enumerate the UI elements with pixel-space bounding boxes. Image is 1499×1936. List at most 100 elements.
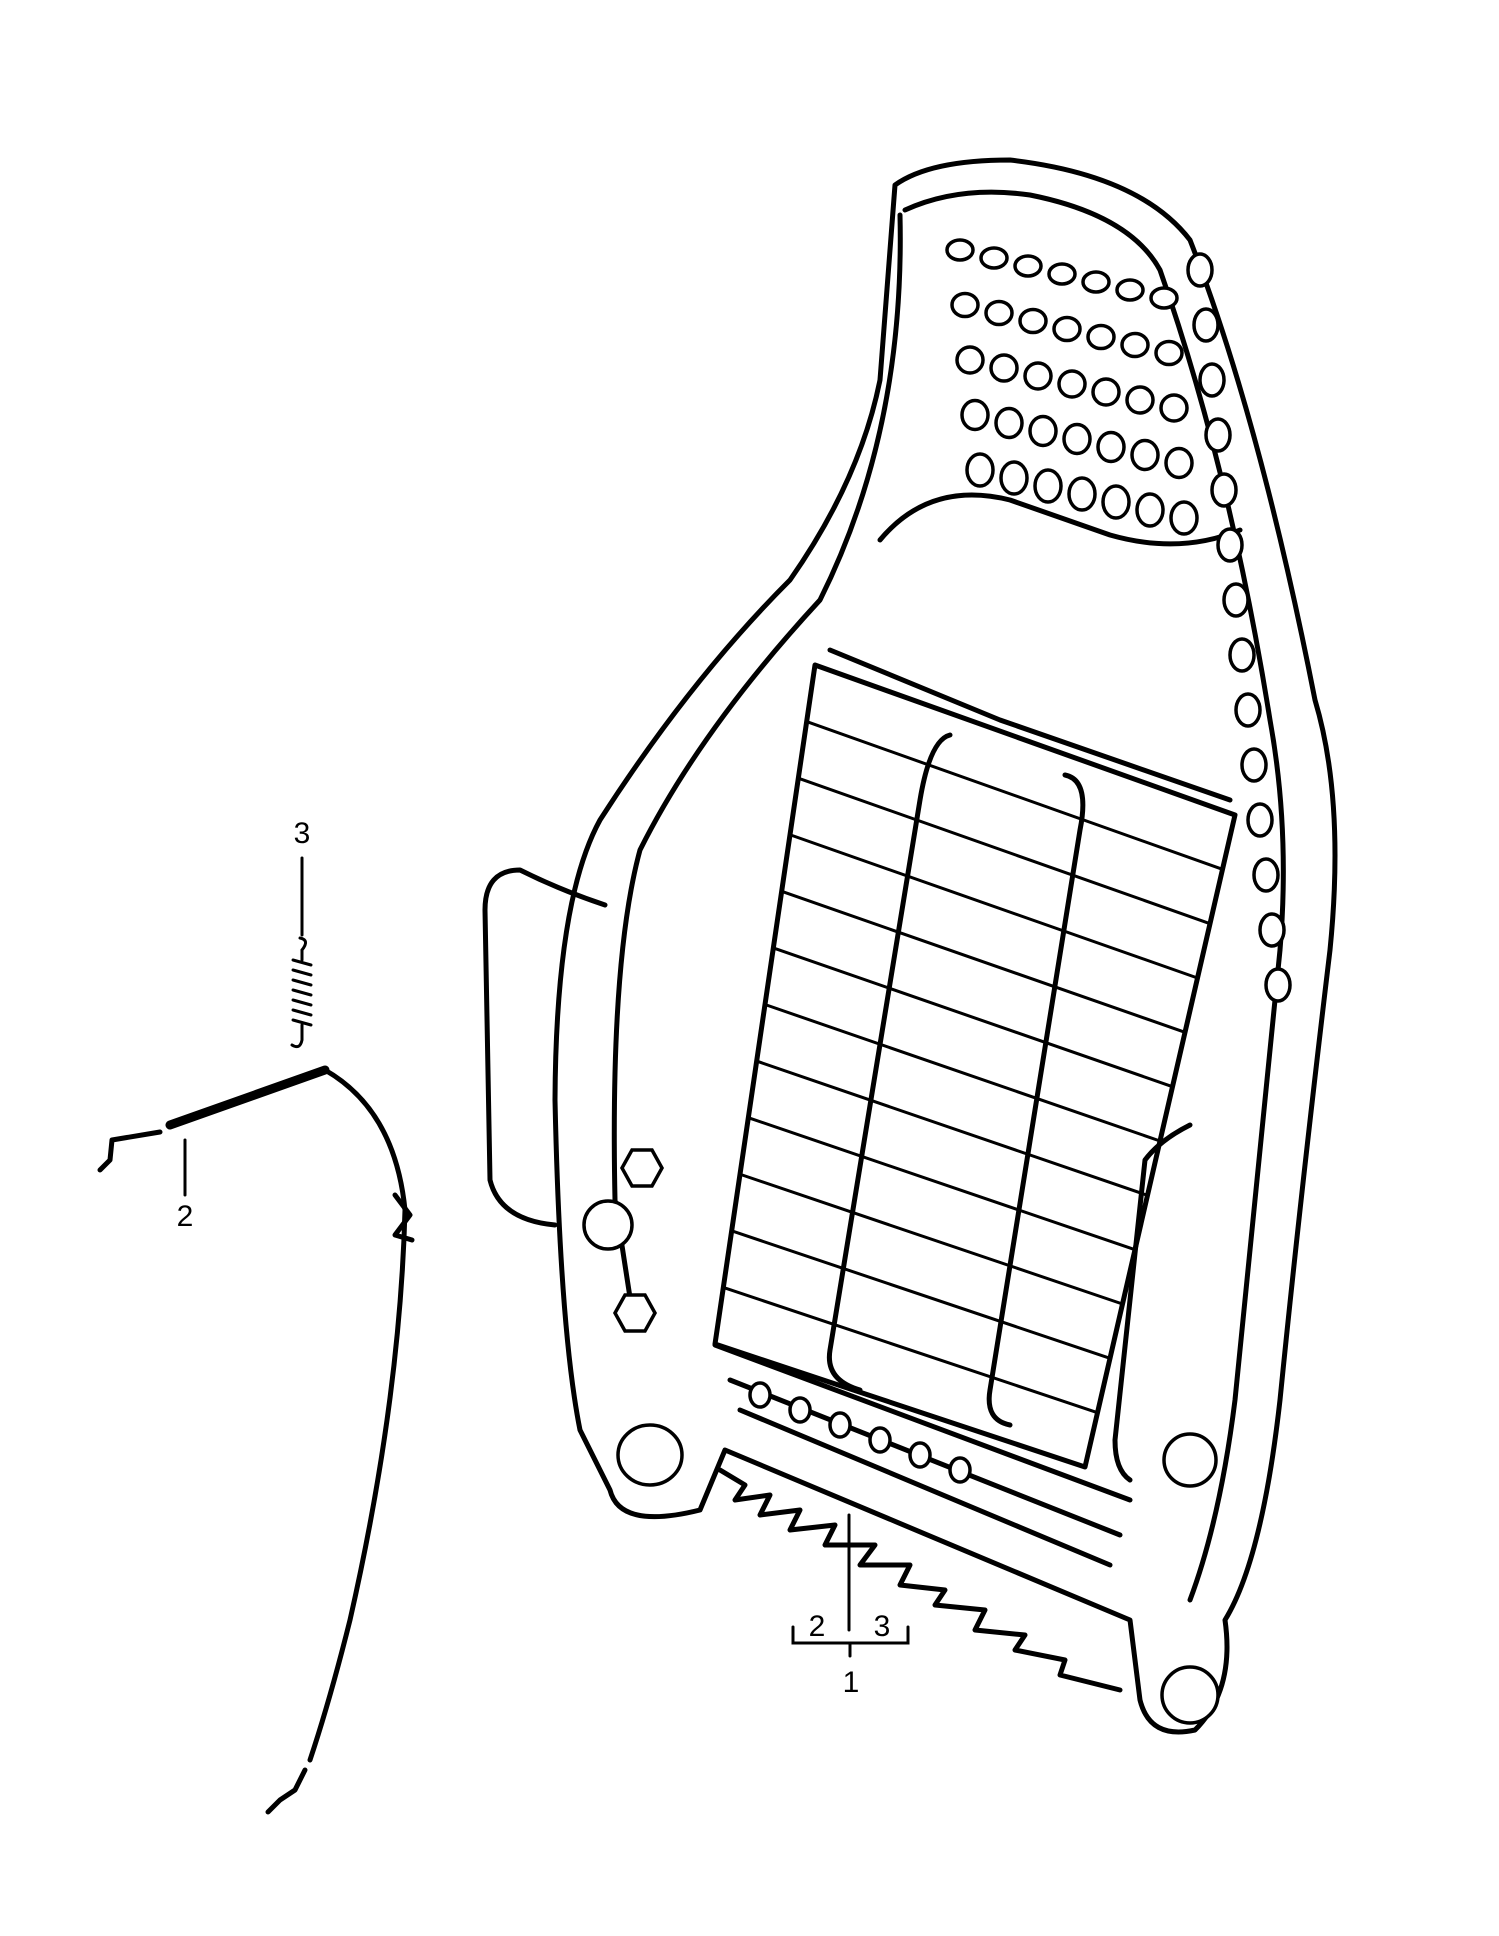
- frame-hole: [908, 1441, 932, 1469]
- frame-hole: [989, 353, 1019, 383]
- spring-mesh-wires: [721, 720, 1224, 1415]
- frame-hole: [965, 452, 995, 488]
- callout-frame-sub-2: 2: [809, 1610, 826, 1643]
- right-side-handle: [1112, 1122, 1193, 1483]
- mesh-wire: [805, 720, 1224, 871]
- frame-hole: [1169, 500, 1199, 536]
- frame-hole: [1091, 377, 1121, 407]
- frame-hole: [1240, 747, 1268, 783]
- pivot-hole-left: [616, 1423, 684, 1487]
- frame-hole: [945, 238, 975, 262]
- frame-hole: [748, 1381, 772, 1409]
- frame-hole: [984, 299, 1014, 327]
- frame-hole: [994, 406, 1024, 440]
- frame-hole: [1086, 323, 1116, 351]
- frame-hole: [1164, 446, 1194, 480]
- callout-frame-1: 1: [843, 1666, 860, 1699]
- frame-hole: [1135, 492, 1165, 528]
- frame-hole: [979, 246, 1009, 270]
- frame-hole: [1120, 331, 1150, 359]
- frame-inner-outline: [611, 189, 1286, 1603]
- frame-lightening-holes: [748, 238, 1292, 1484]
- frame-outer-outline: [552, 157, 1338, 1735]
- frame-hole: [1264, 967, 1292, 1003]
- frame-hole: [1192, 307, 1220, 343]
- frame-hole: [1154, 339, 1184, 367]
- frame-hole: [950, 291, 980, 319]
- mesh-vertical-rod-left: [826, 732, 953, 1393]
- mesh-wire: [746, 1116, 1137, 1252]
- frame-hole: [1252, 857, 1280, 893]
- frame-hole: [1130, 438, 1160, 472]
- callout-spring-3: 3: [294, 817, 311, 850]
- frame-hole: [948, 1456, 972, 1484]
- nut-lower: [612, 1293, 658, 1333]
- frame-hole: [1149, 286, 1179, 310]
- frame-hole: [1186, 252, 1214, 288]
- cable-clip: [392, 1192, 415, 1243]
- frame-hole: [1047, 262, 1077, 286]
- frame-hole: [1228, 637, 1256, 673]
- frame-bottom-teeth: [717, 1467, 1123, 1693]
- mesh-wire: [771, 946, 1174, 1089]
- spring-hook-top: [298, 936, 307, 952]
- callout-frame-sub-3: 3: [874, 1610, 891, 1643]
- frame-hole: [1067, 476, 1097, 512]
- pivot-hole-right: [1160, 1665, 1220, 1725]
- mesh-wire: [755, 1059, 1149, 1197]
- spring-mesh-outline: [712, 662, 1238, 1470]
- frame-hole: [999, 460, 1029, 496]
- frame-hole: [828, 1411, 852, 1439]
- frame-hole: [1159, 393, 1189, 423]
- seat-backrest-frame: [482, 157, 1338, 1735]
- frame-cross-member: [827, 492, 1243, 803]
- frame-hole: [960, 398, 990, 432]
- mesh-wire: [763, 1003, 1162, 1143]
- frame-hole: [1018, 307, 1048, 335]
- frame-hole: [1234, 692, 1262, 728]
- frame-hole: [1062, 422, 1092, 456]
- frame-hole: [868, 1426, 892, 1454]
- frame-hole: [1023, 361, 1053, 391]
- mesh-wire: [721, 1285, 1099, 1415]
- release-cable: [97, 1065, 415, 1815]
- frame-hole: [1028, 414, 1058, 448]
- tension-spring: [290, 936, 313, 1049]
- mesh-wire: [796, 776, 1212, 926]
- nut-upper: [619, 1148, 665, 1188]
- spring-coil: [290, 948, 313, 1049]
- frame-hole: [1125, 385, 1155, 415]
- callout-cable-2: 2: [177, 1200, 194, 1233]
- frame-hole: [1210, 472, 1238, 508]
- frame-hole: [1222, 582, 1250, 618]
- frame-hole: [1216, 527, 1244, 563]
- frame-hole: [1115, 278, 1145, 302]
- frame-hole: [1052, 315, 1082, 343]
- frame-hole: [1033, 468, 1063, 504]
- mount-hole-left: [582, 1199, 634, 1251]
- left-side-handle: [482, 867, 608, 1228]
- callouts: 3 2 2 3 1: [177, 817, 910, 1699]
- frame-hole: [1204, 417, 1232, 453]
- mesh-wire: [730, 1229, 1112, 1360]
- cable-hook-upper: [97, 1129, 163, 1173]
- frame-hole: [1057, 369, 1087, 399]
- frame-hole: [1198, 362, 1226, 398]
- callout-bracket: [791, 1625, 910, 1658]
- cable-sleeve-upper: [165, 1065, 330, 1130]
- mesh-vertical-rod-right: [986, 772, 1086, 1428]
- frame-hole: [1101, 484, 1131, 520]
- frame-hole: [1246, 802, 1274, 838]
- mesh-wire: [738, 1172, 1124, 1306]
- mesh-wire: [788, 833, 1199, 980]
- frame-hole: [1081, 270, 1111, 294]
- frame-hole: [1258, 912, 1286, 948]
- frame-hole: [1096, 430, 1126, 464]
- mesh-wire: [780, 889, 1187, 1034]
- cable-hook-lower: [265, 1767, 308, 1815]
- frame-hole: [788, 1396, 812, 1424]
- cable-body: [307, 1067, 408, 1763]
- frame-hole: [1013, 254, 1043, 278]
